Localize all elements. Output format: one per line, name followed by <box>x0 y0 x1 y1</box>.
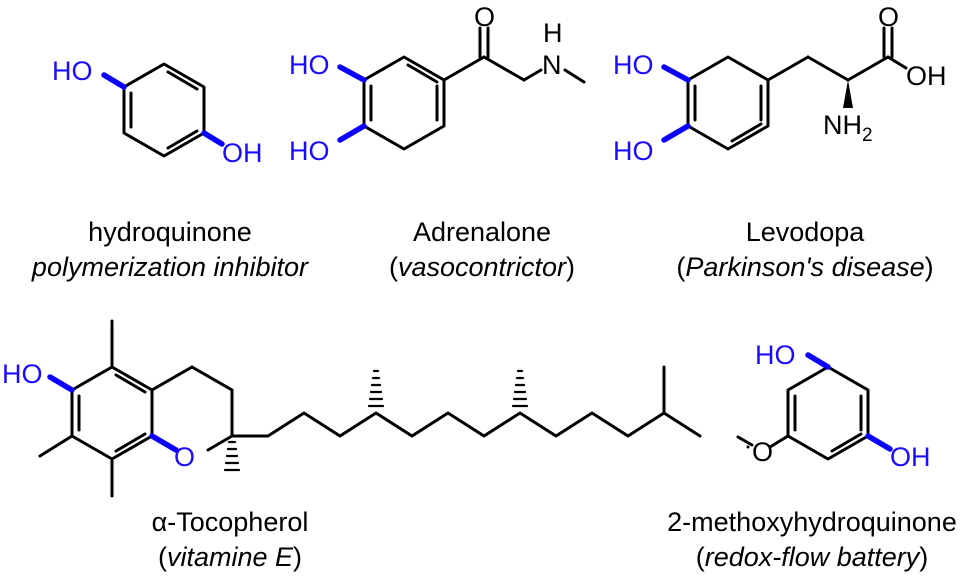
adr-chain-bond <box>563 68 586 84</box>
caption-methoxyhydroquinone: 2-methoxyhydroquinone (redox-flow batter… <box>667 507 957 572</box>
lev-double-bond <box>730 122 763 143</box>
mhq-co-bond <box>805 352 831 370</box>
toc-pyran-bond <box>206 434 234 452</box>
caption-tocopherol: α-Tocopherol (vitamine E) <box>152 507 309 572</box>
lev-chain-bond <box>846 55 890 82</box>
adr-carbonyl-o-label: O <box>474 2 495 32</box>
lev-co-bond <box>661 123 691 143</box>
lev-hydroxyl-label: HO <box>613 50 654 80</box>
mhq-hydroxyl-label: OH <box>890 442 931 472</box>
mhq-methoxy-bond <box>736 435 754 447</box>
caption-hydroquinone: hydroquinone polymerization inhibitor <box>31 217 309 282</box>
adr-hydroxyl-label: HO <box>289 50 330 80</box>
toc-co-bond <box>149 433 179 453</box>
adr-co-bond <box>337 64 367 83</box>
hq-hydroxyl-label: HO <box>52 56 93 86</box>
adr-double-bond <box>406 63 439 84</box>
hq-hydroxyl-label: OH <box>222 138 263 168</box>
toc-side-chain <box>230 411 702 438</box>
lev-chain-bond <box>766 55 810 82</box>
adr-hydroxyl-label: HO <box>289 136 330 166</box>
toc-methyl-bond <box>38 434 74 458</box>
lev-wedge-bond <box>843 80 853 108</box>
hq-ring <box>122 62 206 158</box>
toc-aromatic-ring <box>70 365 154 461</box>
adr-chain-bond <box>442 55 486 82</box>
adr-co-bond <box>337 123 367 143</box>
toc-hashed-methyl <box>223 440 241 472</box>
molecule-name: Levodopa <box>746 217 866 247</box>
lev-co-bond <box>661 64 691 83</box>
hq-double-bond <box>166 129 199 150</box>
levodopa-structure: O OH NH2 HO HO <box>613 2 947 166</box>
mhq-double-bond <box>830 432 863 453</box>
hq-double-bond <box>166 70 199 91</box>
adrenalone-structure: O H N HO HO <box>289 2 586 166</box>
molecule-name: hydroquinone <box>88 217 252 247</box>
toc-pyran-bond <box>150 365 194 392</box>
lev-carbonyl-o-label: O <box>878 2 899 32</box>
lev-acid-oh-label: OH <box>906 61 947 91</box>
molecule-use: (vitamine E) <box>158 542 302 572</box>
lev-ring <box>686 55 770 151</box>
toc-double-bond <box>114 373 147 394</box>
toc-co-bond <box>47 374 75 393</box>
molecule-use: polymerization inhibitor <box>31 252 309 282</box>
toc-double-bond <box>114 432 147 453</box>
hydroquinone-structure: HO OH <box>52 56 263 168</box>
molecule-use: (vasocontrictor) <box>389 252 575 282</box>
mhq-ring <box>786 365 870 461</box>
toc-hashed-methyl <box>367 369 385 408</box>
lev-chain-bond <box>886 55 908 70</box>
mhq-methoxy-bond <box>768 434 790 449</box>
adr-ring <box>362 55 446 151</box>
molecule-name: 2-methoxyhydroquinone <box>667 507 957 537</box>
hq-co-bond <box>201 130 225 147</box>
molecule-name: Adrenalone <box>413 217 551 247</box>
toc-ring-oxygen-label: O <box>174 442 195 472</box>
toc-hydroxyl-label: HO <box>2 359 43 389</box>
caption-adrenalone: Adrenalone (vasocontrictor) <box>389 217 575 282</box>
adr-chain-bond <box>482 55 526 82</box>
molecule-name: α-Tocopherol <box>152 507 309 537</box>
molecule-use: (redox-flow battery) <box>696 542 929 572</box>
tocopherol-structure: HO O <box>2 319 702 498</box>
mhq-co-bond <box>865 433 893 452</box>
molecule-use: (Parkinson's disease) <box>676 252 933 282</box>
lev-chain-bond <box>806 55 850 82</box>
toc-pyran-bond <box>190 365 234 392</box>
toc-hashed-methyl <box>511 369 529 408</box>
caption-levodopa: Levodopa (Parkinson's disease) <box>676 217 933 282</box>
adr-chain-bond <box>522 68 543 82</box>
mhq-hydroxyl-label: HO <box>755 340 796 370</box>
methoxyhydroquinone-structure: HO O OH <box>736 340 931 472</box>
lev-amine-label: NH2 <box>823 110 873 146</box>
adr-amine-n-label: N <box>542 50 562 80</box>
hq-co-bond <box>101 72 127 90</box>
mhq-methoxy-o-label: O <box>752 437 773 467</box>
lev-hydroxyl-label: HO <box>613 136 654 166</box>
adr-amine-h-label: H <box>543 18 563 48</box>
